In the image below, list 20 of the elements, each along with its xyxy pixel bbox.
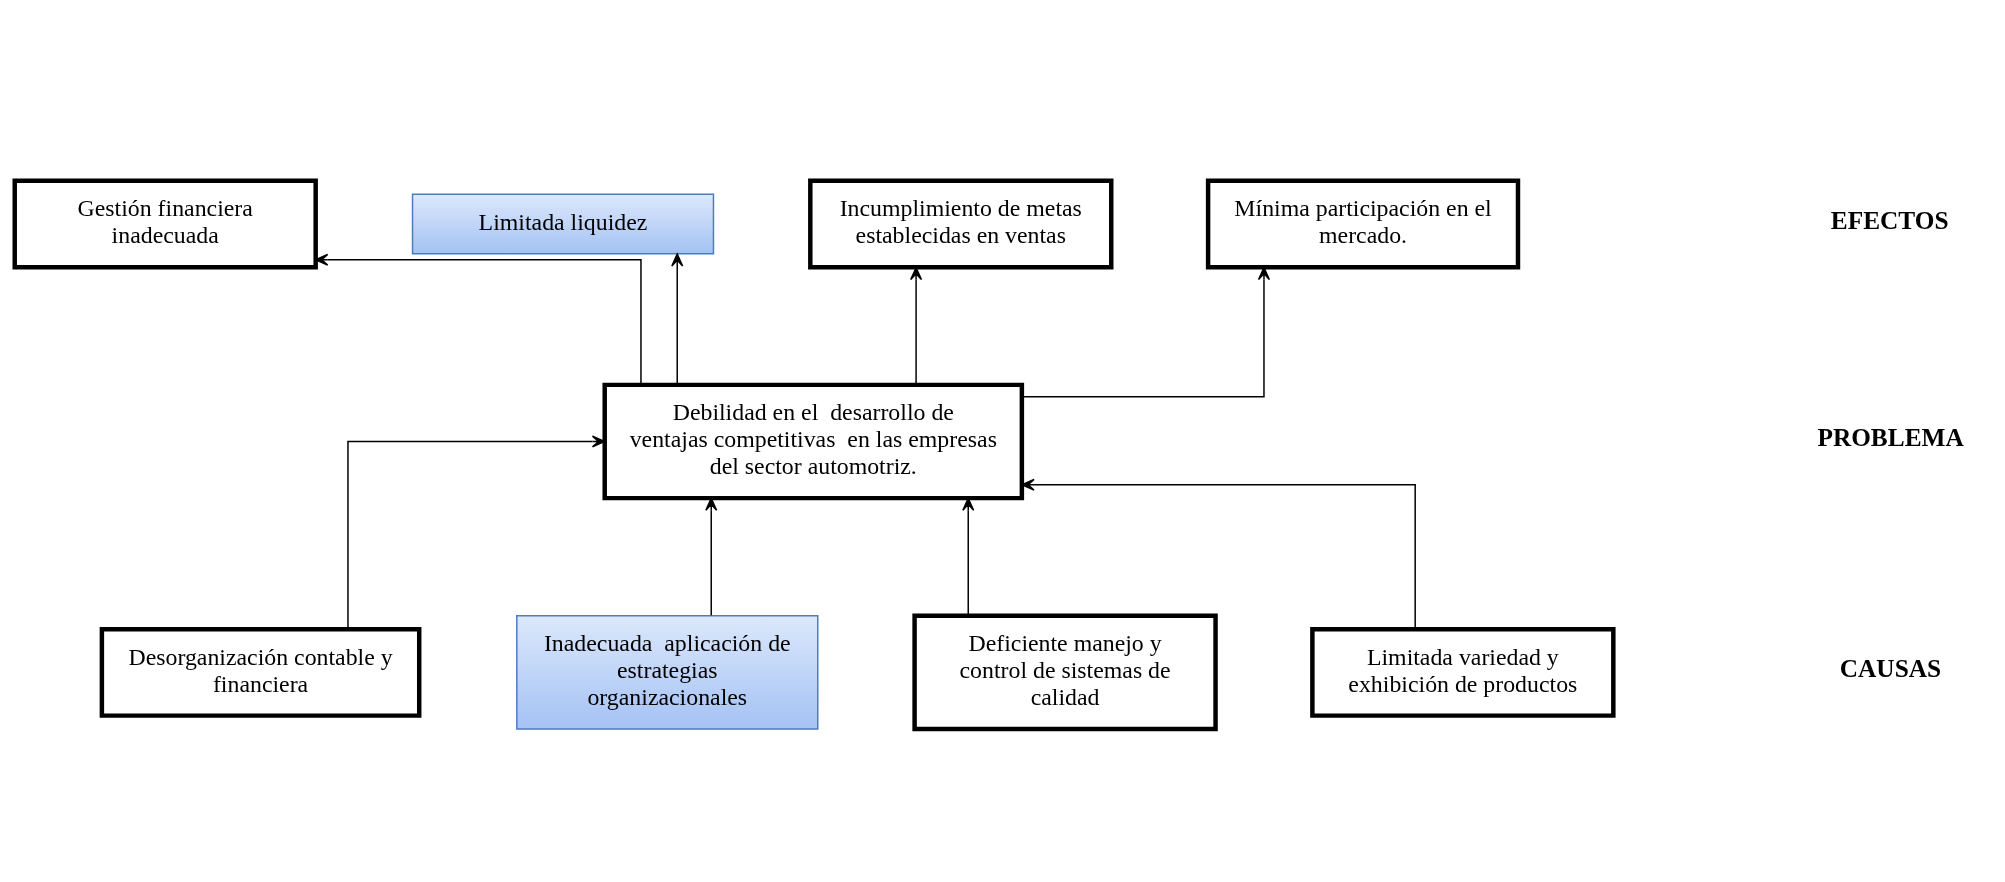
label: PROBLEMA	[1817, 422, 1964, 451]
arrow	[1021, 266, 1271, 398]
node-box: Gestión financiera inadecuada	[12, 178, 318, 269]
node-box: Limitada liquidez	[411, 192, 715, 255]
node-box: Inadecuada aplicación de estrategias organizacionales	[516, 614, 819, 730]
node-box: Mínima participación en el mercado.	[1205, 178, 1521, 269]
arrow	[347, 434, 606, 630]
node-box: Incumplimiento de metas establecidas en ventas	[808, 178, 1114, 269]
arrow	[671, 252, 684, 385]
label: EFECTOS	[1830, 205, 1949, 234]
arrow	[705, 497, 718, 616]
arrow	[962, 497, 975, 616]
arrow	[1021, 478, 1416, 630]
arrow	[315, 253, 642, 385]
node-box: Limitada variedad y exhibición de productos	[1310, 626, 1616, 718]
arrow	[910, 266, 923, 385]
node-box: Desorganización contable y financiera	[99, 626, 422, 718]
node-box: Deficiente manejo y control de sistemas de calidad	[912, 613, 1218, 731]
label: CAUSAS	[1839, 653, 1942, 682]
node-box: Debilidad en el desarrollo de ventajas competitivas en las empresas del sector automotriz.	[602, 382, 1025, 500]
